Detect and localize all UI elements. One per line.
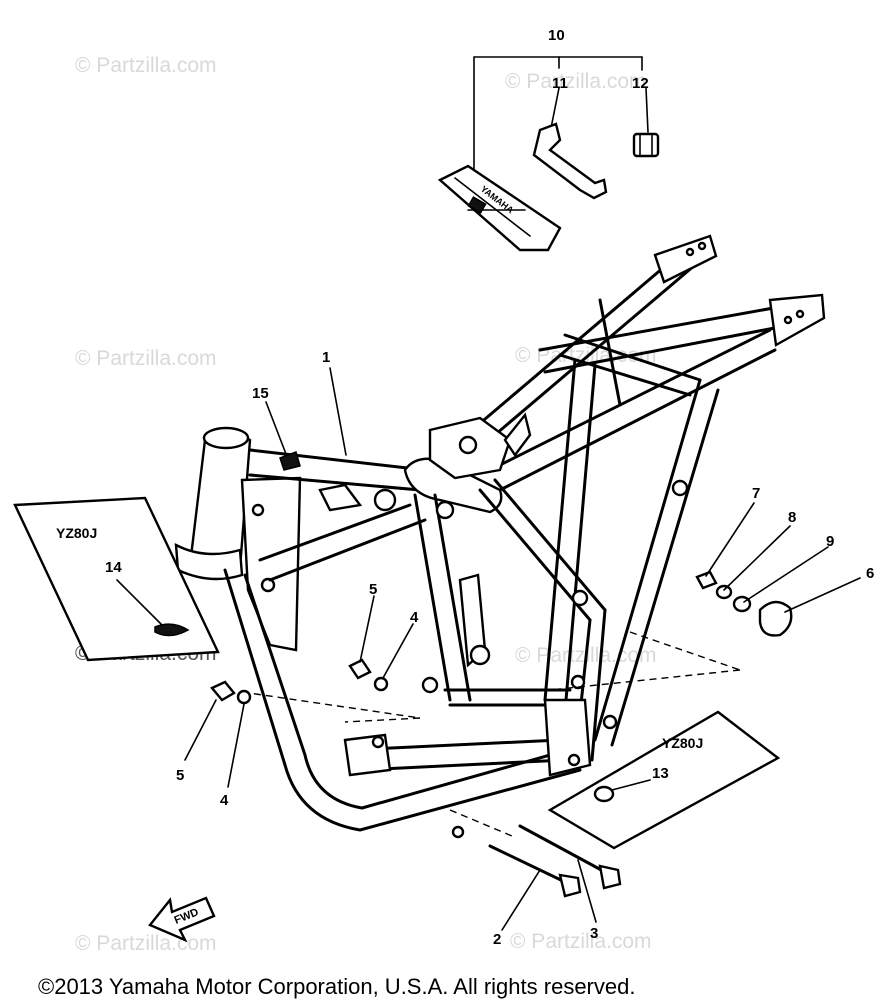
callout-12: 12 — [632, 75, 649, 92]
callout-13: 13 — [652, 765, 669, 782]
watermark-group: © Partzilla.com © Partzilla.com © Partzi… — [75, 54, 657, 955]
callout-9: 9 — [826, 533, 834, 550]
callout-4: 4 — [220, 792, 229, 809]
plug-socket — [632, 132, 660, 158]
callout-11: 11 — [552, 75, 568, 92]
inset-panel-right: YZ80J 13 — [547, 710, 781, 850]
inset-left-model: YZ80J — [56, 525, 97, 541]
callout-6: 6 — [866, 565, 874, 582]
callout-15: 15 — [252, 385, 269, 402]
callout-14: 14 — [105, 559, 122, 576]
watermark: © Partzilla.com — [75, 347, 217, 370]
callout-8: 8 — [788, 509, 796, 526]
tool-bag: YAMAHA — [437, 164, 562, 252]
watermark: © Partzilla.com — [75, 54, 217, 77]
callout-5: 5 — [369, 581, 377, 598]
wrench — [532, 122, 608, 200]
copyright-notice: ©2013 Yamaha Motor Corporation, U.S.A. A… — [38, 974, 635, 999]
callout-4: 4 — [410, 609, 419, 626]
callout-7: 7 — [752, 485, 760, 502]
rear-mount-parts — [695, 502, 861, 637]
callout-1: 1 — [322, 349, 330, 366]
callout-10: 10 — [548, 27, 565, 44]
inset-right-model: YZ80J — [662, 735, 703, 751]
callout-labels: 1 2 3 4 4 5 5 6 7 8 9 10 11 12 15 — [176, 27, 874, 948]
watermark: © Partzilla.com — [510, 930, 652, 953]
watermark: © Partzilla.com — [505, 70, 647, 93]
front-mount-parts — [184, 595, 414, 788]
watermark: © Partzilla.com — [515, 344, 657, 367]
engine-mount-bolts — [488, 824, 622, 931]
main-frame — [174, 234, 826, 839]
watermark: © Partzilla.com — [75, 932, 217, 955]
inset-panel-left: YZ80J 14 — [13, 496, 220, 662]
assembly-dashed-lines — [159, 594, 741, 837]
fwd-arrow-icon: FWD — [148, 896, 216, 943]
callout-2: 2 — [493, 931, 501, 948]
frame-tag — [265, 401, 301, 471]
callout-3: 3 — [590, 925, 598, 942]
callout-5: 5 — [176, 767, 184, 784]
